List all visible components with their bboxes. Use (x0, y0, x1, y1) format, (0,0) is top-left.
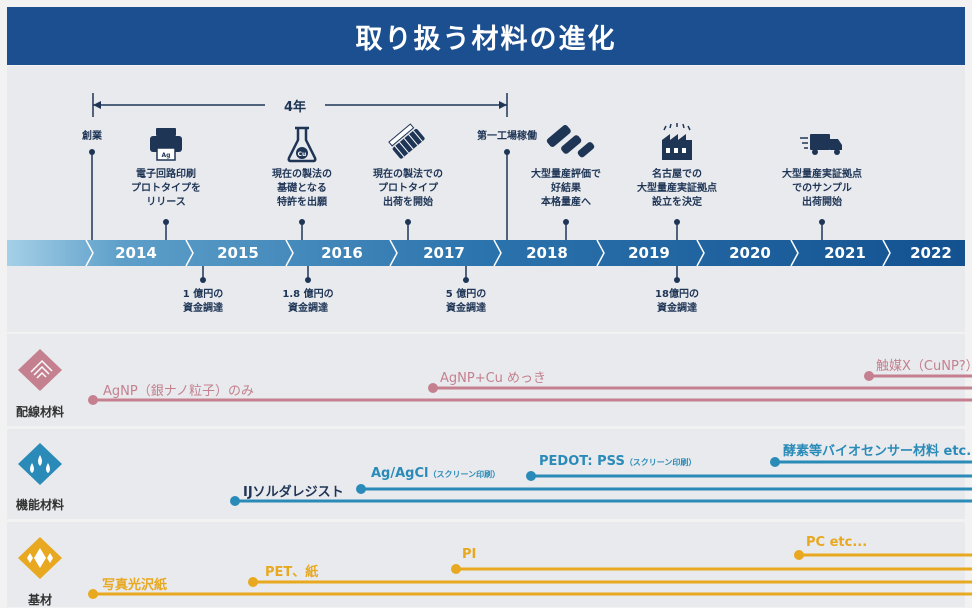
material-label: 触媒X（CuNP?） (876, 359, 972, 374)
page-title: 取り扱う材料の進化 (355, 23, 617, 55)
event-text: 大型量産評価で 好結果 本格量産へ (531, 169, 601, 208)
category-label-functional: 機能材料 (16, 498, 65, 512)
material-label: PC etc... (806, 535, 868, 550)
factory-dot (504, 149, 510, 155)
functional-lines (230, 457, 972, 506)
duration-label: 4年 (283, 100, 307, 115)
svg-text:Ag: Ag (162, 152, 171, 159)
event-text: 名古屋での 大型量産実証拠点 設立を決定 (637, 169, 717, 208)
founding-dot (89, 149, 95, 155)
event-text: 現在の製法の 基礎となる 特許を出願 (272, 169, 332, 208)
wiring-lines (88, 371, 972, 405)
year-label: 2022 (910, 244, 952, 262)
svg-text:Cu: Cu (298, 151, 307, 158)
printer-icon: Ag (150, 128, 182, 161)
category-label-wiring: 配線材料 (16, 405, 65, 419)
year-label: 2017 (423, 244, 465, 262)
section-functional (7, 429, 965, 519)
year-label: 2019 (628, 244, 670, 262)
event-text: 現在の製法での プロトタイプ 出荷を開始 (373, 169, 443, 208)
substrate-lines (88, 550, 972, 599)
year-label: 2021 (824, 244, 866, 262)
funding-text: 18億円の 資金調達 (655, 289, 699, 314)
material-label: AgNP（銀ナノ粒子）のみ (103, 384, 255, 399)
funding-text: 1 億円の 資金調達 (182, 289, 224, 314)
section-wiring (7, 334, 965, 426)
event-text: 電子回路印刷 プロトタイプを リリース (131, 169, 201, 208)
event-text: 大型量産実証拠点 でのサンプル 出荷開始 (782, 169, 862, 208)
material-label: PI (462, 547, 477, 562)
material-label: PET、紙 (265, 565, 319, 580)
funding-text: 5 億円の 資金調達 (445, 289, 487, 314)
rollers-icon (546, 125, 595, 158)
funding-text: 1.8 億円の 資金調達 (282, 289, 334, 314)
material-label: 酵素等バイオセンサー材料 etc... (783, 444, 972, 459)
founding-label: 創業 (82, 131, 102, 142)
material-label: AgNP+Cu めっき (440, 371, 547, 386)
timeline-band (7, 240, 965, 266)
material-label: PEDOT: PSS（スクリーン印刷） (539, 454, 697, 469)
year-label: 2018 (526, 244, 568, 262)
timeline-panel (7, 66, 965, 332)
diamond-icon (18, 537, 62, 579)
material-label: IJソルダレジスト (243, 485, 344, 500)
year-label: 2020 (729, 244, 771, 262)
factory-icon (662, 123, 692, 160)
year-separators (85, 239, 891, 267)
material-label: 写真光沢紙 (102, 578, 168, 593)
year-label: 2015 (217, 244, 259, 262)
droplets-icon (18, 443, 62, 485)
year-label: 2016 (321, 244, 363, 262)
film-roll-icon (388, 123, 425, 159)
category-label-substrate: 基材 (28, 593, 53, 607)
material-label: Ag/AgCl（スクリーン印刷） (371, 466, 501, 481)
factory-start-label: 第一工場稼働 (477, 131, 537, 142)
title-bar: 取り扱う材料の進化 (7, 7, 965, 65)
truck-icon (800, 134, 842, 155)
year-label: 2014 (115, 244, 157, 262)
duration-bracket (92, 93, 508, 117)
wiring-icon (18, 349, 62, 391)
flask-icon: Cu (287, 126, 317, 163)
